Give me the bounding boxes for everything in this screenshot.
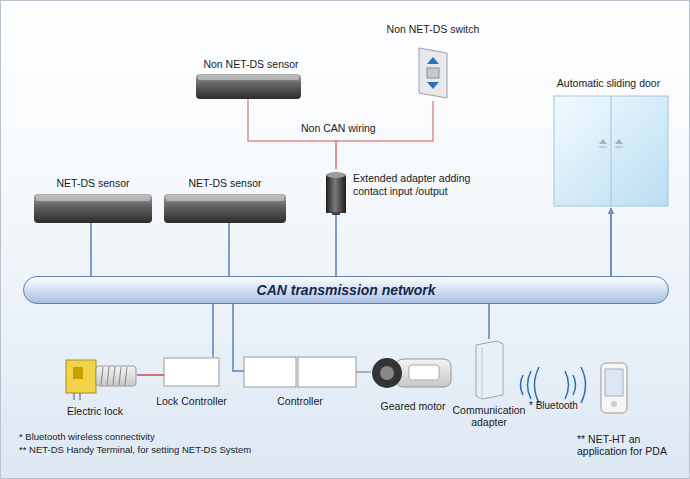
door-mark bbox=[615, 147, 623, 148]
annotation-label: * Bluetooth bbox=[529, 400, 578, 412]
sensor-highlight bbox=[36, 195, 150, 201]
lock-node: Electric lock bbox=[53, 357, 137, 418]
switch-down-button bbox=[427, 82, 439, 89]
door-split bbox=[611, 96, 612, 206]
text-group: Non NET-DS switch bbox=[387, 23, 480, 36]
adapter-plug bbox=[332, 212, 340, 215]
connector bbox=[335, 215, 337, 276]
connector bbox=[488, 304, 490, 339]
node-label: Controller bbox=[277, 395, 323, 408]
connector bbox=[610, 208, 612, 276]
adapter-icon bbox=[326, 175, 346, 213]
pda-screen bbox=[605, 369, 623, 396]
lock-pin bbox=[80, 393, 81, 400]
communication-adapter-edge bbox=[482, 348, 483, 399]
door-node: Automatic sliding door bbox=[546, 77, 671, 208]
door-mark bbox=[599, 147, 607, 148]
annotation-label: Non CAN wiring bbox=[301, 122, 376, 135]
connector bbox=[90, 223, 92, 276]
controller-node: Lock Controller bbox=[164, 357, 219, 408]
controller-box bbox=[244, 357, 296, 387]
lock-icon bbox=[73, 367, 83, 379]
node-label: Electric lock bbox=[67, 405, 123, 418]
node-label: Extended adapter adding contact input /o… bbox=[353, 172, 493, 197]
text-group: Non NET-DS sensor bbox=[203, 58, 298, 71]
node-label: Geared motor bbox=[381, 400, 446, 413]
sensor-node: Non NET-DS sensor bbox=[196, 58, 306, 99]
node-label: NET-DS sensor bbox=[189, 177, 262, 190]
door-mark bbox=[615, 139, 623, 144]
connector bbox=[228, 223, 230, 276]
switch-up-button bbox=[427, 57, 439, 64]
pda-button bbox=[611, 401, 617, 407]
communication-adapter-icon bbox=[476, 341, 503, 399]
footnote: ** NET-DS Handy Terminal, for setting NE… bbox=[19, 444, 251, 455]
connector bbox=[336, 101, 433, 169]
text-group: Geared motor bbox=[381, 400, 446, 413]
lock-spring bbox=[101, 367, 127, 385]
lock-controller-box bbox=[164, 358, 219, 386]
motor-body bbox=[396, 359, 451, 387]
node-label: Non NET-DS sensor bbox=[203, 58, 298, 71]
lock-pin bbox=[74, 393, 75, 400]
handy-terminal-node: ** NET-HT an application for PDA bbox=[573, 361, 669, 458]
switch-icon bbox=[419, 48, 447, 98]
connector bbox=[233, 304, 244, 371]
node-label: CAN transmission network bbox=[257, 282, 436, 299]
adapter-node: Extended adapter adding contact input /o… bbox=[323, 169, 498, 215]
text-group: Communication adapter bbox=[442, 404, 537, 429]
connector bbox=[356, 371, 371, 373]
node-label: Non NET-DS switch bbox=[387, 23, 480, 36]
controller-node: Controller bbox=[244, 356, 356, 408]
text-group: Electric lock bbox=[67, 405, 123, 418]
text-group: Extended adapter adding contact input /o… bbox=[353, 172, 493, 197]
sensor-icon bbox=[164, 194, 286, 223]
motor-body bbox=[409, 365, 439, 380]
sensor-highlight bbox=[166, 195, 284, 201]
network-band-node: CAN transmission network bbox=[23, 276, 669, 304]
door-mark bbox=[599, 139, 607, 144]
node-label: Automatic sliding door bbox=[557, 77, 660, 90]
lock-bolt bbox=[96, 366, 136, 386]
text-group: NET-DS sensor bbox=[189, 177, 262, 190]
text-group: Lock Controller bbox=[156, 395, 227, 408]
node-label: Lock Controller bbox=[156, 395, 227, 408]
lock-icon bbox=[66, 360, 96, 393]
sensor-highlight bbox=[198, 75, 299, 80]
connector bbox=[212, 304, 214, 357]
door-icon bbox=[554, 96, 668, 206]
sensor-icon bbox=[196, 74, 301, 99]
sensor-icon bbox=[34, 194, 152, 223]
node-label: ** NET-HT an application for PDA bbox=[577, 433, 669, 458]
text-group: Automatic sliding door bbox=[557, 77, 660, 90]
switch-node: Non NET-DS switch bbox=[381, 23, 485, 101]
motor-gear bbox=[380, 366, 394, 380]
motor-gear bbox=[372, 358, 402, 388]
adapter-top bbox=[326, 172, 346, 178]
pda-icon bbox=[601, 363, 627, 413]
text-group: NET-DS sensor bbox=[57, 177, 130, 190]
switch-stop-button bbox=[427, 68, 439, 78]
controller-box bbox=[298, 357, 356, 387]
sensor-node: NET-DS sensor bbox=[34, 177, 152, 223]
text-group: Controller bbox=[277, 395, 323, 408]
adapter-node: Communication adapter bbox=[439, 339, 539, 429]
node-label: NET-DS sensor bbox=[57, 177, 130, 190]
node-label: Communication adapter bbox=[442, 404, 537, 429]
text-group: CAN transmission network bbox=[257, 282, 436, 299]
footnote: * Bluetooth wireless connectivity bbox=[19, 431, 155, 442]
connector bbox=[137, 374, 164, 376]
sensor-node: NET-DS sensor bbox=[164, 177, 286, 223]
text-group: ** NET-HT an application for PDA bbox=[577, 433, 669, 458]
bluetooth-waves bbox=[521, 367, 586, 403]
motor-node: Geared motor bbox=[371, 356, 455, 413]
